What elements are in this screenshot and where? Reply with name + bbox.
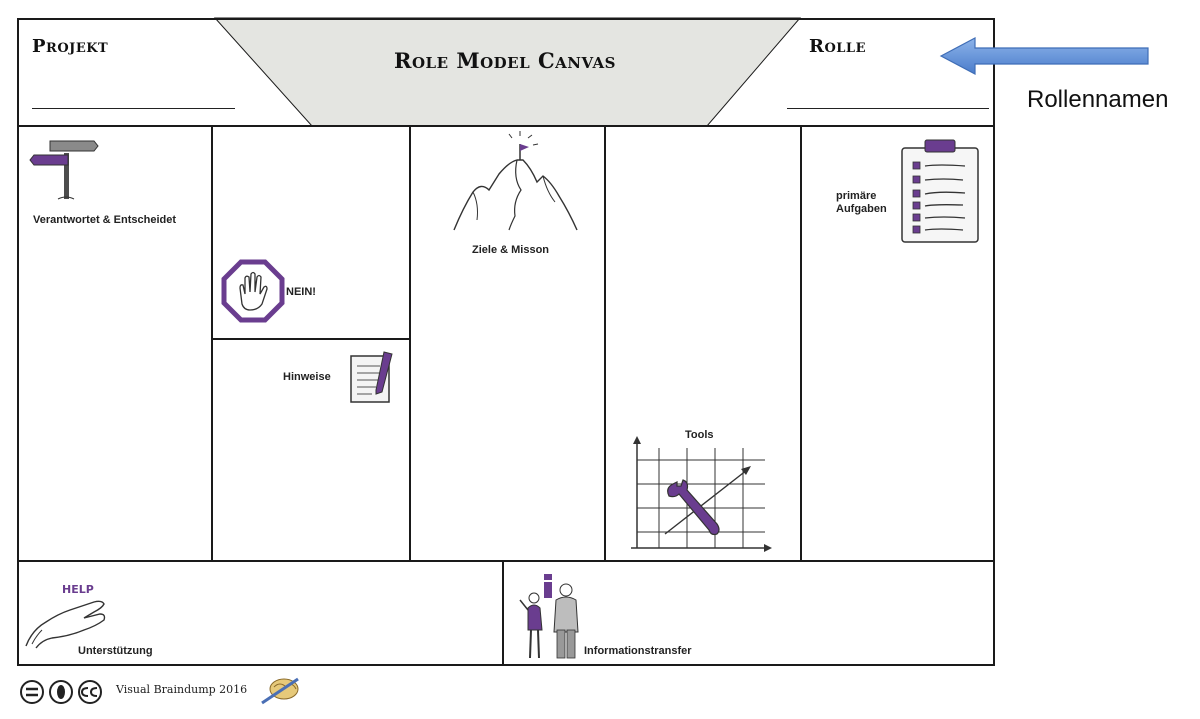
bottom-row-divider [17,560,995,562]
ziele-label: Ziele & Misson [472,244,550,256]
rollennamen-annotation: Rollennamen [1027,86,1169,113]
projekt-blank-line[interactable] [32,108,235,109]
help-hand-icon [25,600,106,649]
notepad-pencil-icon [350,351,393,403]
informationstransfer-label: Informationstransfer [584,645,692,657]
signpost-icon [29,140,99,200]
nein-hinweise-divider [211,338,410,340]
rolle-label: Rolle [809,36,866,57]
mountain-flag-icon [453,131,578,231]
unterstuetzung-label: Unterstützung [78,645,153,657]
header-divider [17,125,995,127]
column-divider-2 [409,125,411,561]
pointer-arrow-icon [939,37,1149,75]
hinweise-label: Hinweise [283,371,331,383]
tools-chart-wrench-icon [631,436,772,552]
verantwortet-label: Verantwortet & Entscheidet [33,214,177,226]
canvas-frame [17,18,995,666]
bottom-column-divider [502,560,504,666]
aufgaben-label-line2: Aufgaben [836,203,887,215]
stop-hand-icon [221,259,285,323]
cc-license-icons [20,680,102,704]
projekt-label: Projekt [32,36,109,57]
canvas-title: Role Model Canvas [394,48,616,73]
brain-pencil-logo-icon [261,677,299,705]
footer-credit: Visual Braindump 2016 [116,683,248,696]
rolle-blank-line[interactable] [787,108,989,109]
information-people-icon [519,574,579,659]
column-divider-1 [211,125,213,561]
clipboard-checklist-icon [901,139,979,243]
aufgaben-label-line1: primäre [836,190,877,202]
help-label: HELP [62,583,94,596]
column-divider-4 [800,125,802,561]
tools-label: Tools [685,429,714,441]
nein-label: NEIN! [286,286,316,298]
column-divider-3 [604,125,606,561]
